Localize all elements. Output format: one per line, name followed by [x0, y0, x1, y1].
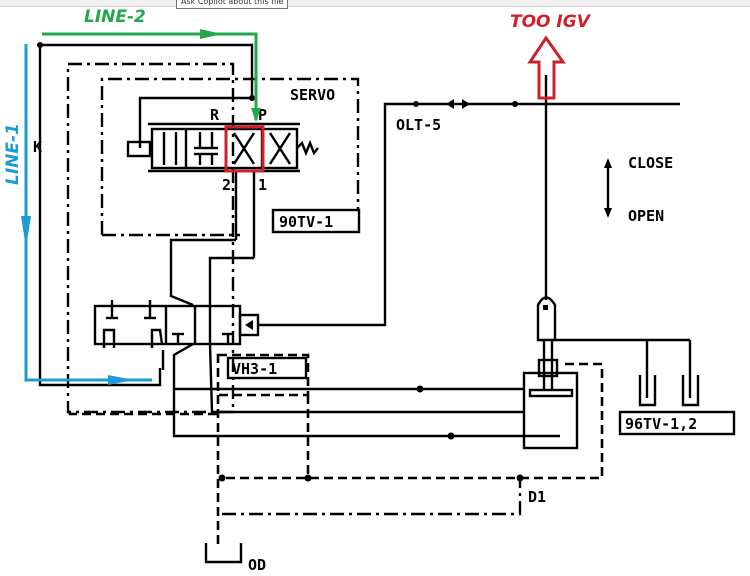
servo-highlight-box	[224, 125, 265, 173]
transducer-tag: 96TV-1,2	[625, 415, 697, 433]
close-open-arrow-icon	[604, 158, 612, 218]
port-2-label: 2	[222, 176, 231, 194]
port-p-label: P	[258, 106, 267, 124]
copilot-tooltip: Ask Copilot about this file	[176, 0, 289, 9]
port-1-label: 1	[258, 176, 267, 194]
line1-arrow	[21, 44, 152, 385]
igv-actuator	[220, 296, 690, 480]
transducer-tag-box	[618, 410, 736, 436]
orifice-tag: OLT-5	[396, 116, 441, 134]
orifice	[413, 99, 518, 109]
to-igv-annotation: TOO IGV	[510, 12, 592, 32]
line1-annotation: LINE-1	[3, 123, 23, 185]
outer-dashed-enclosure	[66, 62, 235, 414]
port-r-label: R	[210, 106, 220, 124]
k-line	[37, 42, 254, 387]
viewer-toolbar	[0, 0, 750, 7]
drain-od-label: OD	[248, 556, 266, 574]
trip-valve	[93, 102, 680, 348]
servo-tag-box	[271, 208, 361, 234]
close-label: CLOSE	[628, 154, 673, 172]
k-label: K	[33, 138, 42, 156]
to-igv-arrow-icon	[527, 35, 566, 100]
transducers	[638, 340, 700, 407]
trip-valve-tag-box	[226, 356, 308, 380]
servo-enclosure	[100, 77, 360, 235]
servo-tag: 90TV-1	[279, 213, 333, 231]
servo-label: SERVO	[290, 86, 335, 104]
open-label: OPEN	[628, 207, 664, 225]
drain-tank-icon	[204, 543, 243, 564]
line2-annotation: LINE-2	[84, 7, 146, 27]
line2-arrow	[42, 29, 261, 122]
spring-icon	[296, 139, 319, 157]
trip-valve-tag: VH3-1	[232, 360, 277, 378]
drain-d1-label: D1	[528, 488, 546, 506]
